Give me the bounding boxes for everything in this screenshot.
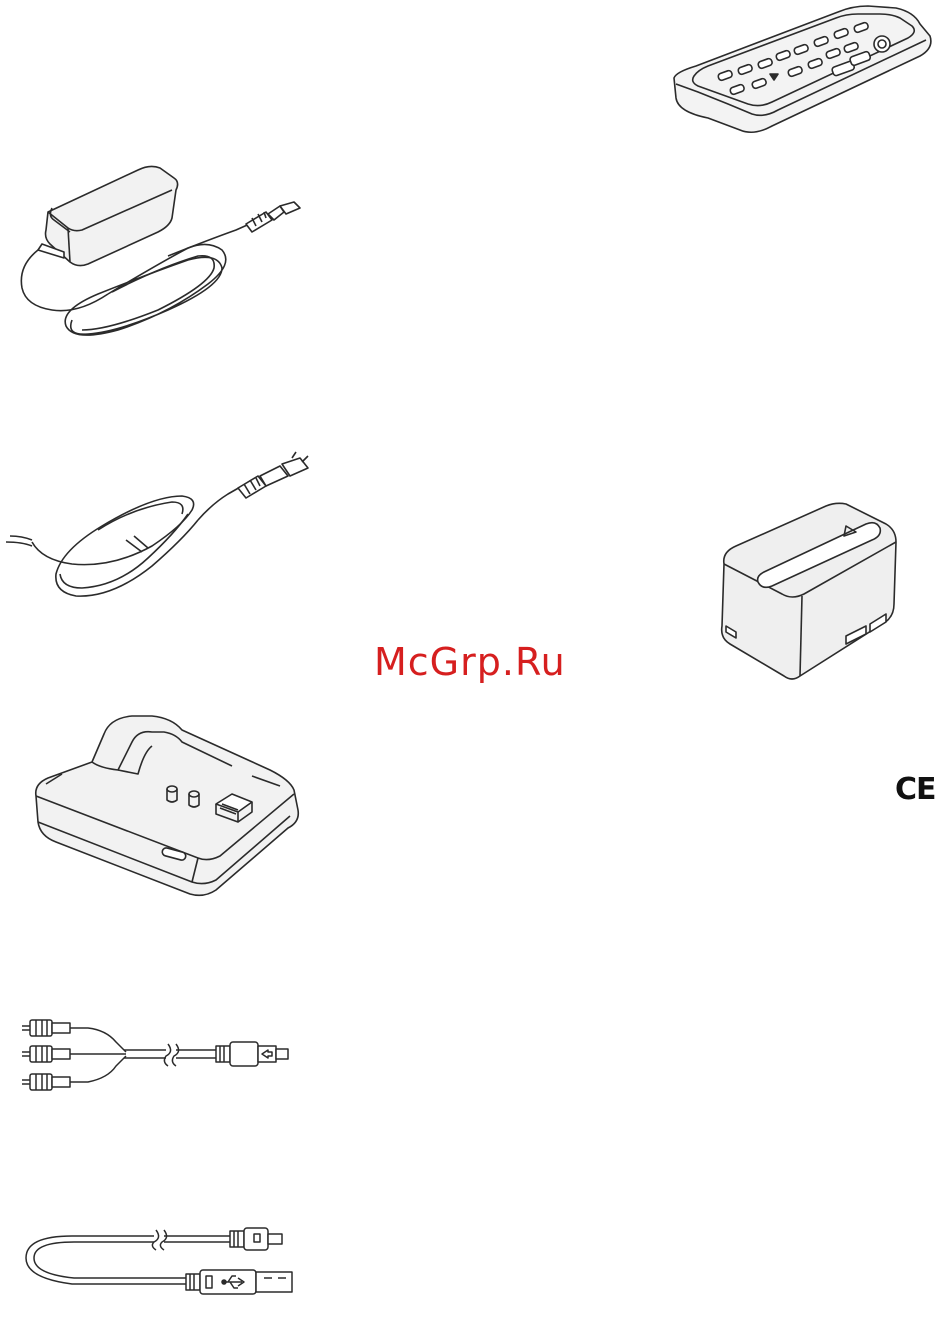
- handycam-station-illustration: [32, 710, 304, 902]
- remote-commander-illustration: [668, 4, 936, 136]
- power-cord-illustration: [2, 450, 312, 610]
- ac-adaptor-illustration: [8, 160, 308, 350]
- av-connecting-cable-icon: [16, 1014, 296, 1098]
- usb-cable-icon: [16, 1218, 298, 1310]
- ce-mark: CE: [895, 772, 939, 804]
- battery-pack-illustration: [716, 500, 906, 688]
- ac-adaptor-icon: [8, 160, 308, 350]
- usb-cable-illustration: [16, 1218, 298, 1310]
- av-cable-illustration: [16, 1014, 296, 1098]
- watermark-text: McGrp.Ru: [374, 640, 584, 684]
- remote-control-icon: [668, 4, 936, 136]
- power-cord-icon: [2, 450, 312, 610]
- battery-pack-icon: [716, 500, 906, 688]
- docking-station-icon: [32, 710, 304, 902]
